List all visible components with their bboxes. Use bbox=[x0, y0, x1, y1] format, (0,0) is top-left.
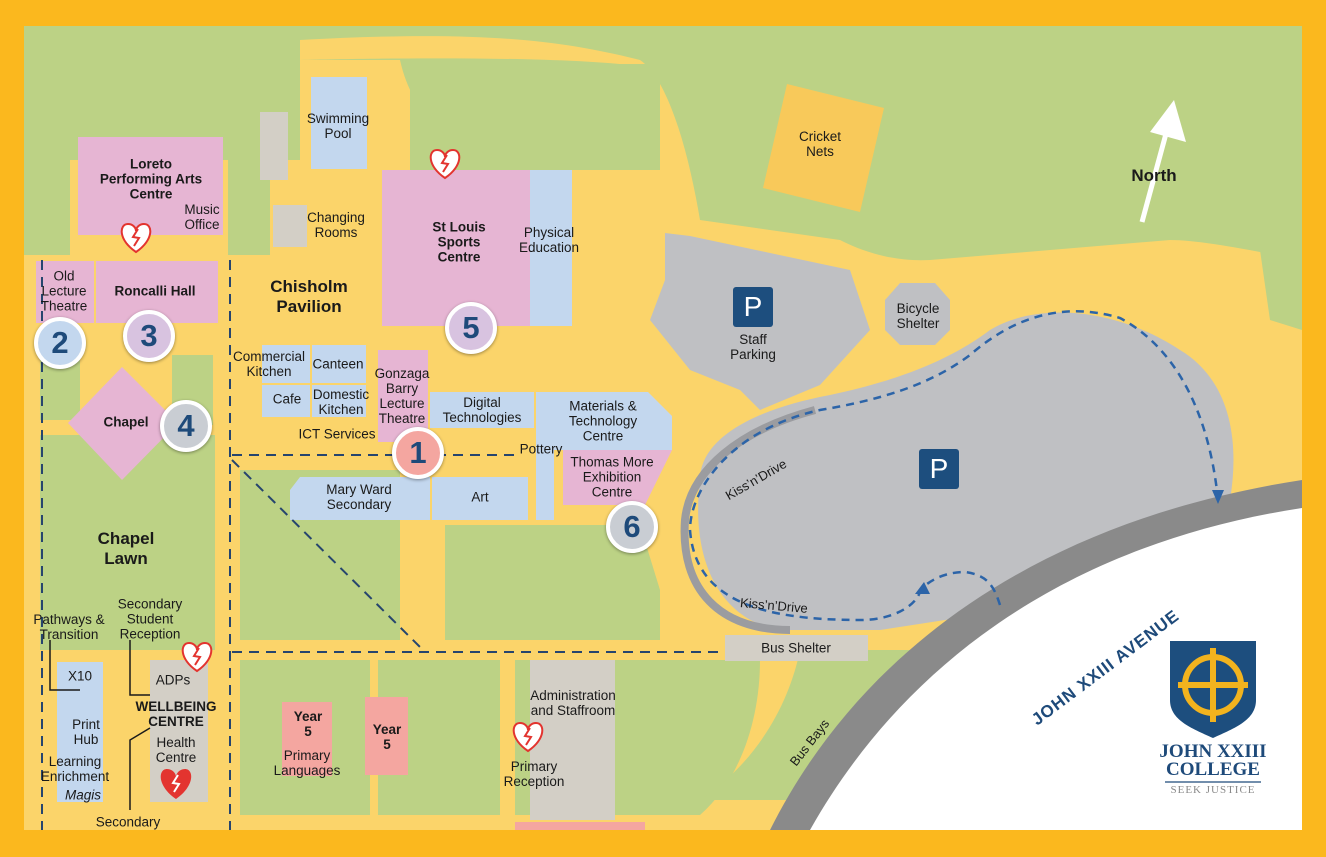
logo-name-line2: COLLEGE bbox=[1166, 759, 1260, 780]
marker-1[interactable]: 1 bbox=[392, 427, 444, 479]
year5-a-building bbox=[282, 702, 332, 776]
digital-tech-building bbox=[430, 392, 534, 428]
chapel-label: Chapel bbox=[103, 414, 149, 430]
salmon-block bbox=[515, 822, 645, 830]
grey-block bbox=[260, 112, 288, 180]
college-crest-icon bbox=[1170, 641, 1256, 738]
gonzaga-building bbox=[378, 350, 428, 442]
changing-rooms-building bbox=[273, 205, 307, 247]
art-label: Art bbox=[471, 489, 489, 505]
primary-languages-label: Primary Languages bbox=[273, 748, 341, 778]
cricket-nets-label: Cricket Nets bbox=[798, 129, 842, 159]
bus-bays-label: Bus Bays bbox=[786, 716, 833, 769]
materials-tech-building bbox=[536, 392, 672, 450]
gonzaga-label: Gonzaga Barry Lecture Theatre bbox=[374, 366, 430, 426]
marker-4[interactable]: 4 bbox=[160, 400, 212, 452]
secondary-bottom-label: Secondary bbox=[95, 814, 161, 830]
cafe-building bbox=[262, 385, 310, 417]
secondary-reception-label: Secondary Student Reception bbox=[117, 596, 183, 642]
off-campus bbox=[810, 508, 1302, 830]
learning-enrichment-label: Learning Enrichment bbox=[40, 754, 110, 784]
primary-reception-label: Primary Reception bbox=[503, 759, 565, 789]
bus-shelter-building bbox=[725, 635, 868, 661]
canteen-building bbox=[312, 345, 366, 383]
materials-tech-label: Materials & Technology Centre bbox=[568, 398, 638, 444]
year5-b-building bbox=[365, 697, 408, 775]
music-office-label: Music Office bbox=[184, 202, 220, 232]
bicycle-shelter bbox=[885, 283, 950, 345]
health-centre-label: Health Centre bbox=[155, 735, 197, 765]
staff-parking-label: Staff Parking bbox=[730, 332, 776, 362]
wellbeing-label: WELLBEING CENTRE bbox=[135, 699, 217, 729]
changing-rooms-label: Changing Rooms bbox=[307, 210, 365, 240]
st-louis-building bbox=[382, 170, 530, 326]
pottery-label: Pottery bbox=[519, 441, 563, 457]
loreto-label: Loreto Performing Arts Centre bbox=[99, 156, 203, 202]
kiss-drive-label-1: Kiss’n’Drive bbox=[722, 456, 790, 503]
thomas-more-label: Thomas More Exhibition Centre bbox=[570, 454, 654, 500]
print-hub-building bbox=[57, 662, 103, 802]
domestic-kitchen-building bbox=[312, 385, 366, 417]
art-building bbox=[432, 477, 528, 520]
year5-a-label: Year 5 bbox=[293, 709, 323, 739]
cafe-label: Cafe bbox=[272, 391, 302, 407]
ict-services-label: ICT Services bbox=[298, 426, 376, 442]
pathways-label: Pathways & Transition bbox=[33, 612, 105, 642]
bus-shelter-label: Bus Shelter bbox=[761, 640, 831, 656]
parking-icon: P bbox=[733, 287, 773, 327]
canteen-label: Canteen bbox=[312, 356, 364, 372]
parking-icon: P bbox=[919, 449, 959, 489]
digital-tech-label: Digital Technologies bbox=[442, 395, 522, 425]
mary-ward-building bbox=[290, 477, 430, 520]
marker-5[interactable]: 5 bbox=[445, 302, 497, 354]
adps-label: ADPs bbox=[155, 672, 191, 688]
loreto-building bbox=[78, 137, 223, 235]
marker-6[interactable]: 6 bbox=[606, 501, 658, 553]
north-arrow-icon bbox=[1139, 100, 1186, 223]
st-louis-label: St Louis Sports Centre bbox=[432, 219, 486, 265]
swimming-pool-label: Swimming Pool bbox=[306, 111, 370, 141]
cricket-nets bbox=[763, 84, 884, 212]
chapel-building bbox=[68, 367, 178, 480]
commercial-kitchen-building bbox=[262, 345, 310, 383]
magis-label: Magis bbox=[64, 787, 102, 803]
marker-3[interactable]: 3 bbox=[123, 310, 175, 362]
logo-motto: SEEK JUSTICE bbox=[1170, 784, 1256, 796]
old-lecture-building bbox=[36, 261, 94, 323]
x10-label: X10 bbox=[67, 668, 93, 684]
bicycle-shelter-label: Bicycle Shelter bbox=[896, 301, 940, 331]
year5-b-label: Year 5 bbox=[372, 722, 402, 752]
roncalli-label: Roncalli Hall bbox=[114, 283, 196, 299]
admin-building bbox=[530, 660, 615, 820]
pool-building bbox=[311, 77, 367, 169]
pottery-building bbox=[536, 430, 554, 520]
domestic-kitchen-label: Domestic Kitchen bbox=[312, 387, 370, 417]
mary-ward-label: Mary Ward Secondary bbox=[326, 482, 392, 512]
north-label: North bbox=[1131, 166, 1177, 185]
chisholm-label: Chisholm Pavilion bbox=[270, 277, 348, 316]
pe-label: Physical Education bbox=[518, 225, 580, 255]
heart-lightning-icon bbox=[120, 148, 544, 799]
thomas-more-building bbox=[563, 450, 672, 505]
marker-2[interactable]: 2 bbox=[34, 317, 86, 369]
commercial-kitchen-label: Commercial Kitchen bbox=[232, 349, 306, 379]
pe-building bbox=[530, 170, 572, 326]
kiss-drive-label-2: Kiss’n’Drive bbox=[739, 595, 809, 616]
print-hub-label: Print Hub bbox=[72, 717, 100, 747]
avenue-label: JOHN XXIII AVENUE bbox=[1028, 606, 1183, 730]
admin-label: Administration and Staffroom bbox=[530, 688, 616, 718]
old-lecture-label: Old Lecture Theatre bbox=[40, 268, 88, 314]
chapel-lawn-label: Chapel Lawn bbox=[97, 529, 155, 568]
logo-name-line1: JOHN XXIII bbox=[1159, 741, 1267, 762]
